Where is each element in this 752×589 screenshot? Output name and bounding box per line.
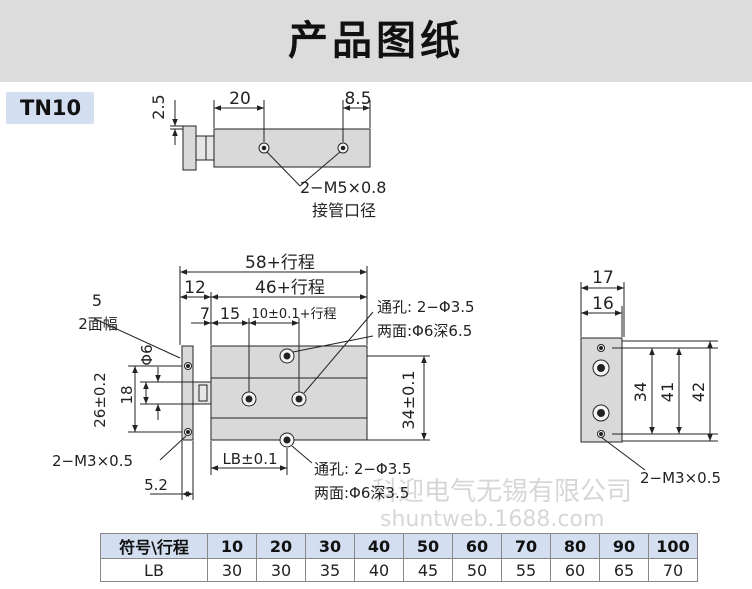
top-dim-2-5: 2.5 (149, 94, 168, 119)
front-view-flange (181, 345, 194, 441)
top-dim-8-5: 8.5 (344, 89, 371, 109)
stroke-cell: 100 (648, 533, 698, 559)
lb-cell: 45 (403, 558, 453, 582)
stroke-cell: 70 (501, 533, 551, 559)
front-hole-top-1: 通孔: 2−Φ3.5 (377, 298, 475, 316)
lb-cell: 40 (354, 558, 404, 582)
front-dim-34: 34±0.1 (399, 370, 418, 429)
stroke-cell: 80 (550, 533, 600, 559)
watermark-url: shuntweb.1688.com (380, 507, 604, 530)
front-thread: 2−M3×0.5 (52, 452, 133, 470)
front-dim-26: 26±0.2 (91, 372, 109, 428)
front-flats: 2面幅 (78, 315, 118, 333)
lb-cell: 55 (501, 558, 551, 582)
side-dim-34: 34 (631, 382, 650, 402)
spec-lb-row: LB 30 30 35 40 45 50 55 60 65 70 (100, 558, 698, 582)
model-label: TN10 (20, 96, 82, 120)
top-dim-20: 20 (229, 89, 251, 109)
spec-table: 符号\行程 10 20 30 40 50 60 70 80 90 100 LB … (100, 533, 698, 582)
front-dim-46: 46+行程 (255, 278, 325, 298)
front-view (94, 266, 430, 500)
stroke-cell: 90 (599, 533, 649, 559)
title-banner (0, 0, 752, 82)
side-view-body (580, 337, 623, 443)
lb-cell: 30 (256, 558, 306, 582)
top-view-rod (195, 135, 215, 161)
top-port-label: 2−M5×0.8 (300, 178, 386, 197)
model-tag: TN10 (6, 92, 94, 124)
page-title: 产品图纸 (288, 18, 464, 64)
side-dim-42: 42 (689, 382, 708, 402)
lb-cell: 30 (207, 558, 257, 582)
spec-header-label: 符号\行程 (100, 533, 208, 559)
lb-cell: 70 (648, 558, 698, 582)
front-hole-top-2: 两面:Φ6深6.5 (377, 322, 472, 340)
side-thread: 2−M3×0.5 (640, 469, 721, 487)
side-dim-16: 16 (592, 294, 614, 314)
front-dim-58: 58+行程 (245, 253, 315, 273)
side-dim-17: 17 (592, 268, 614, 288)
front-dim-10: 10±0.1+行程 (251, 307, 336, 322)
lb-cell: 35 (305, 558, 355, 582)
stroke-cell: 40 (354, 533, 404, 559)
front-dim-7: 7 (200, 304, 210, 323)
stroke-cell: 30 (305, 533, 355, 559)
front-phi6: Φ6 (138, 344, 156, 365)
lb-cell: 50 (452, 558, 502, 582)
front-dim-18: 18 (118, 385, 136, 404)
lb-cell: 65 (599, 558, 649, 582)
technical-drawing: 2.5 20 8.5 2−M5×0.8 接管口径 (52, 89, 721, 530)
stroke-cell: 20 (256, 533, 306, 559)
front-dim-5-2: 5.2 (144, 476, 168, 494)
side-dim-41: 41 (658, 382, 677, 402)
front-hole-bot-1: 通孔: 2−Φ3.5 (314, 460, 412, 478)
top-view (170, 100, 371, 187)
front-hole-bot-2: 两面:Φ6深3.5 (314, 484, 409, 502)
lb-cell: 60 (550, 558, 600, 582)
stroke-cell: 50 (403, 533, 453, 559)
spec-header-row: 符号\行程 10 20 30 40 50 60 70 80 90 100 (100, 533, 698, 559)
watermark: 科迎电气无锡有限公司 shuntweb.1688.com (372, 477, 632, 530)
top-port-desc: 接管口径 (312, 201, 376, 220)
watermark-company: 科迎电气无锡有限公司 (372, 477, 632, 507)
front-dim-lb: LB±0.1 (222, 450, 277, 468)
front-dim-12: 12 (184, 278, 206, 298)
front-dim-5: 5 (92, 291, 102, 310)
front-dim-15: 15 (220, 304, 240, 323)
spec-row-label: LB (100, 558, 208, 582)
side-view (580, 282, 718, 471)
stroke-cell: 60 (452, 533, 502, 559)
top-view-flange (182, 125, 197, 171)
stroke-cell: 10 (207, 533, 257, 559)
